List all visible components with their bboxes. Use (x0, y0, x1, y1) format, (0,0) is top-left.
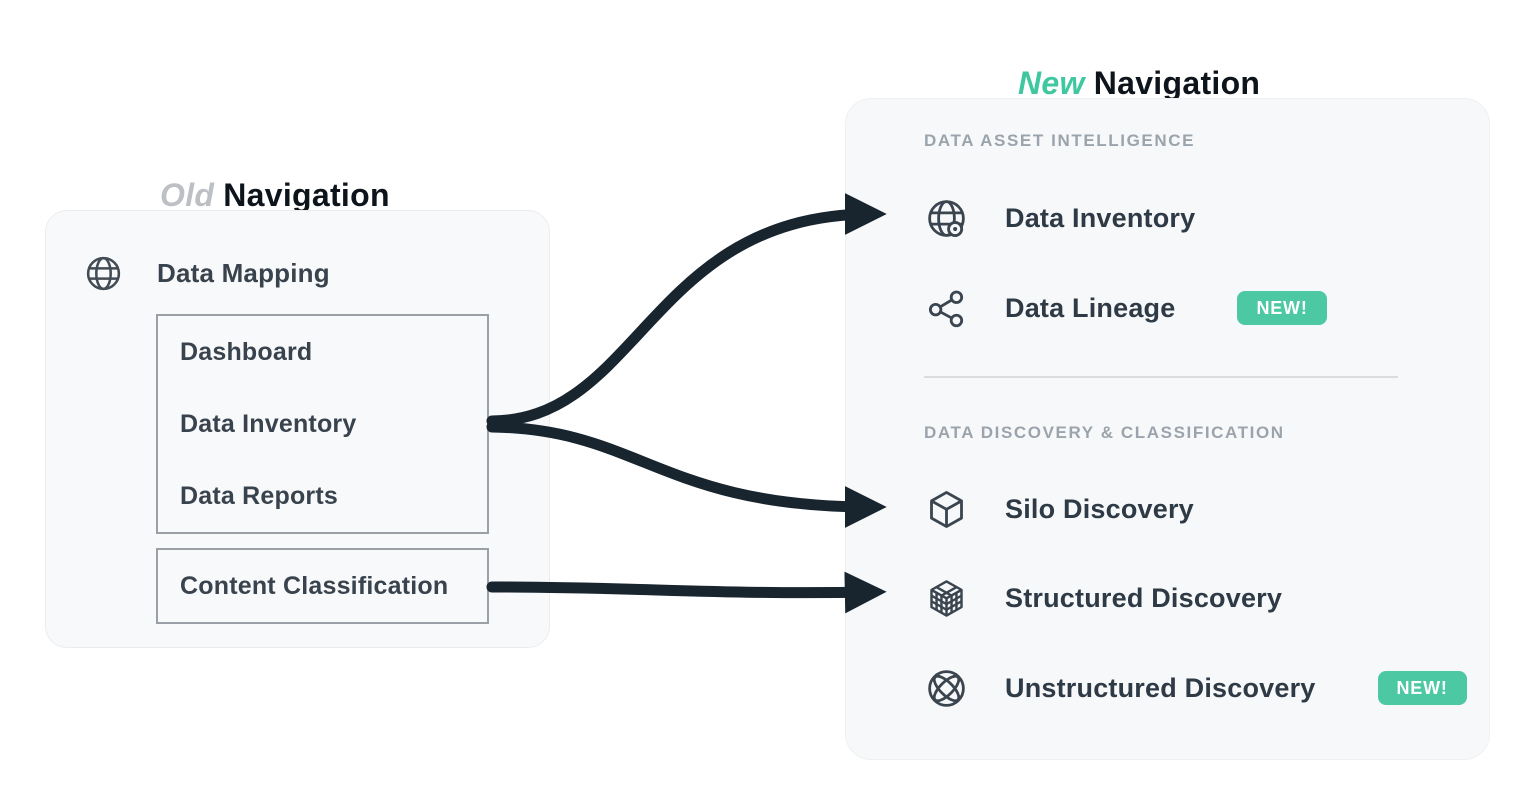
new-nav-item-label: Data Lineage (1005, 292, 1176, 323)
section-header-data-discovery-classification: DATA DISCOVERY & CLASSIFICATION (924, 423, 1285, 442)
globe-gear-icon (924, 196, 969, 241)
wireframe-sphere-icon (924, 666, 969, 711)
new-nav-item-label: Unstructured Discovery (1005, 672, 1316, 703)
new-nav-item-data-inventory[interactable]: Data Inventory (924, 188, 1459, 248)
old-nav-item-label: Data Mapping (157, 257, 330, 288)
old-navigation-card: Data Mapping Dashboard Data Inventory Da… (45, 210, 550, 648)
old-nav-item-data-mapping[interactable]: Data Mapping (83, 251, 330, 295)
new-nav-item-label: Silo Discovery (1005, 493, 1194, 524)
globe-grid-icon (83, 253, 124, 294)
new-title-highlight: New (1018, 64, 1085, 101)
new-nav-item-data-lineage[interactable]: Data Lineage NEW! (924, 278, 1459, 338)
old-title-highlight: Old (160, 176, 215, 213)
new-nav-item-label: Structured Discovery (1005, 582, 1283, 613)
grid-cube-icon (924, 576, 969, 621)
section-header-data-asset-intelligence: DATA ASSET INTELLIGENCE (924, 131, 1196, 150)
new-nav-item-unstructured-discovery[interactable]: Unstructured Discovery NEW! (924, 658, 1467, 718)
new-badge: NEW! (1377, 671, 1467, 705)
old-nav-item-data-inventory[interactable]: Data Inventory (180, 410, 357, 438)
new-nav-item-label: Data Inventory (1005, 202, 1196, 233)
old-nav-group-classification: Content Classification (156, 548, 489, 624)
old-nav-item-dashboard[interactable]: Dashboard (180, 338, 313, 366)
new-nav-item-structured-discovery[interactable]: Structured Discovery (924, 568, 1459, 628)
old-nav-group-data-mapping: Dashboard Data Inventory Data Reports (156, 314, 489, 534)
new-nav-item-silo-discovery[interactable]: Silo Discovery (924, 479, 1459, 539)
section-divider (924, 376, 1398, 378)
old-nav-item-content-classification[interactable]: Content Classification (180, 572, 449, 600)
cube-icon (924, 487, 969, 532)
new-navigation-card: DATA ASSET INTELLIGENCE Data Inventory (845, 98, 1490, 760)
new-title-rest: Navigation (1093, 64, 1261, 101)
old-nav-item-data-reports[interactable]: Data Reports (180, 482, 338, 510)
lineage-nodes-icon (924, 286, 969, 331)
old-title-rest: Navigation (223, 176, 390, 213)
new-badge: NEW! (1237, 291, 1327, 325)
